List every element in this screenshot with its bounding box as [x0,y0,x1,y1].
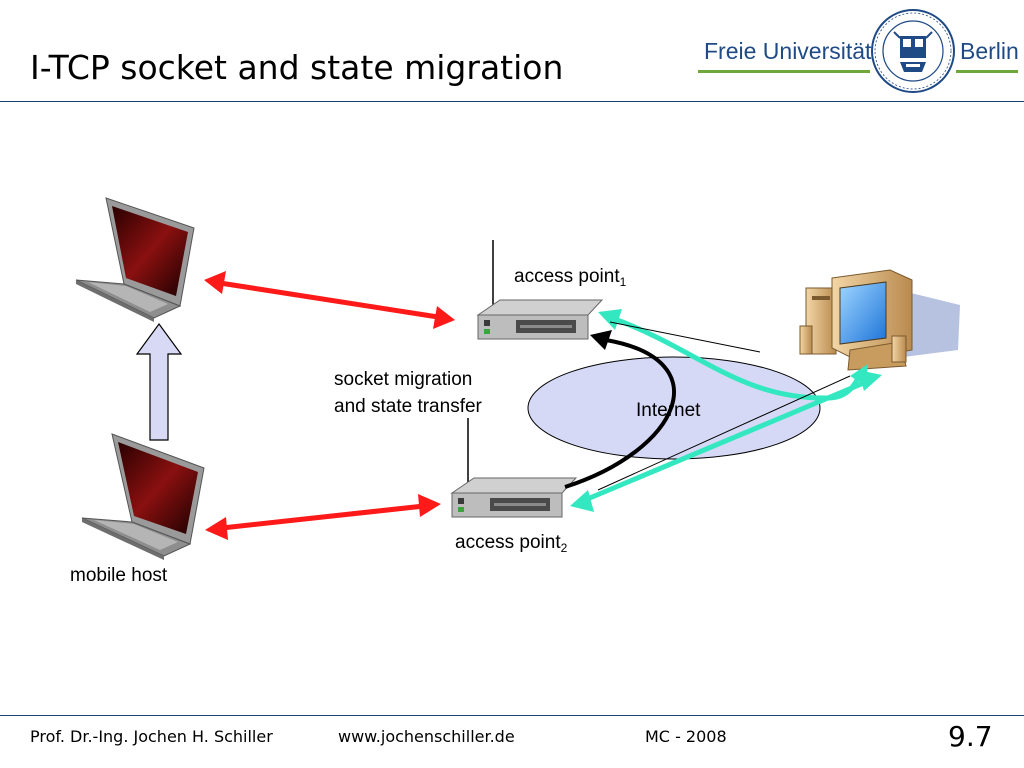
logo-rule-right [956,70,1018,73]
access-point-2-text: access point [455,532,561,553]
internet-path-new [570,370,882,512]
university-logo: Freie Universität Berlin [698,8,1019,98]
access-point-1-subscript: 1 [619,275,627,289]
access-point-2-subscript: 2 [560,541,568,555]
slide-title: I-TCP socket and state migration [30,48,564,87]
desktop-computer-icon [799,269,960,371]
access-point-1-label: access point1 [514,266,626,289]
footer-course: MC - 2008 [645,727,727,746]
move-arrow-icon [135,322,183,441]
wireless-link-old [204,271,455,329]
laptop-icon [75,197,195,322]
logo-text-left: Freie Universität [704,38,872,64]
access-point-2-label: access point2 [455,532,567,555]
wireless-link-new [205,494,441,540]
reference-line [609,321,761,353]
migration-label-line1: socket migration [334,369,473,390]
footer-url: www.jochenschiller.de [338,727,515,746]
migration-label-line2: and state transfer [334,396,482,417]
socket-migration-arrow [564,330,676,489]
internet-label: Internet [636,400,701,421]
access-point-icon [476,240,604,340]
laptop-icon [81,433,205,560]
access-point-icon [450,418,578,518]
logo-text-right: Berlin [960,38,1019,64]
logo-rule-left [698,70,870,73]
mobile-host-label: mobile host [70,565,168,586]
footer-author: Prof. Dr.-Ing. Jochen H. Schiller [30,727,273,746]
reference-line [597,375,851,491]
footer-rule [0,715,1024,716]
seal-icon [871,9,955,93]
page-number: 9.7 [948,720,993,753]
header-rule [0,101,1024,102]
access-point-1-text: access point [514,266,620,287]
